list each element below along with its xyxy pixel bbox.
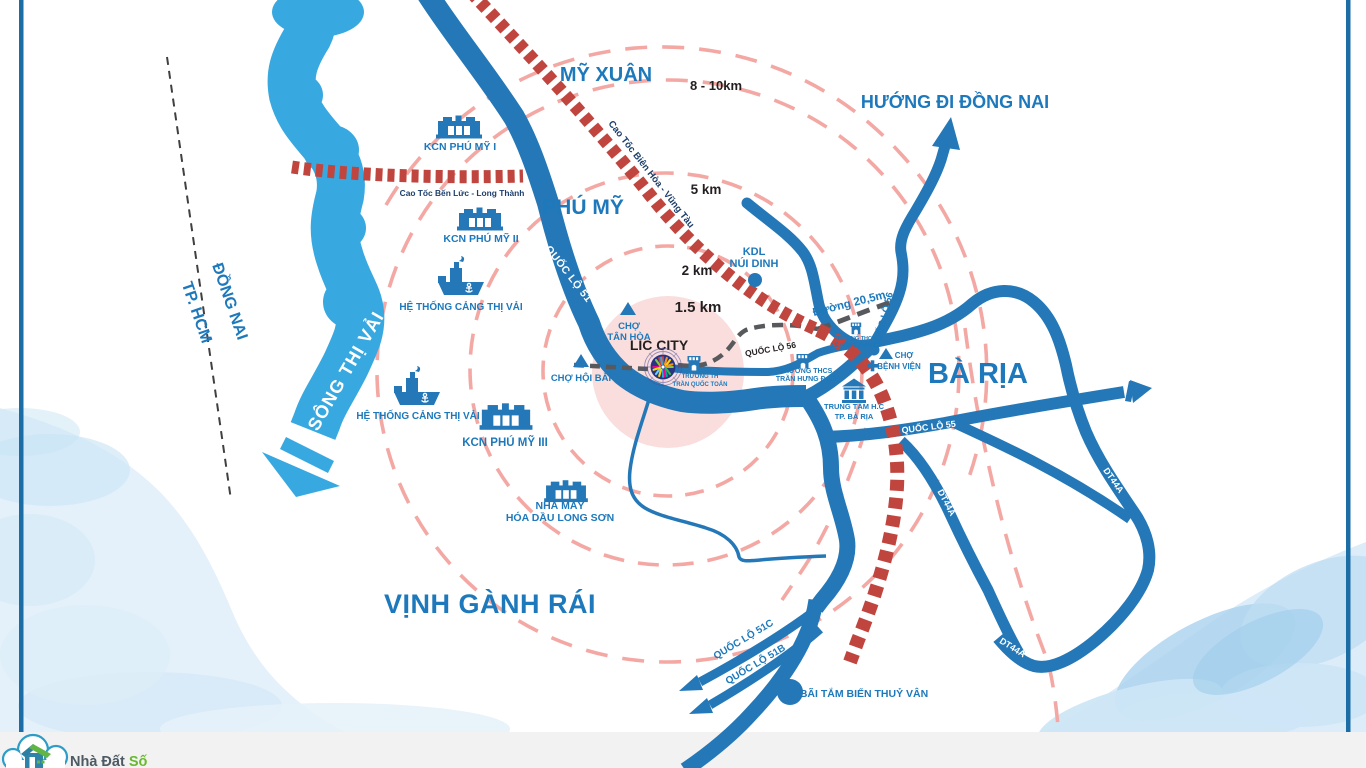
svg-text:VỊNH GÀNH RÁI: VỊNH GÀNH RÁI: [384, 588, 596, 619]
svg-text:1.5 km: 1.5 km: [675, 299, 722, 316]
svg-text:PHÚ MỸ: PHÚ MỸ: [542, 195, 624, 219]
svg-text:LÊ HỒNG PHONG: LÊ HỒNG PHONG: [832, 341, 879, 349]
svg-text:TRƯỜNG TH: TRƯỜNG TH: [682, 372, 719, 380]
svg-text:BÀ RỊA: BÀ RỊA: [928, 356, 1028, 390]
svg-text:BÃI TẮM BIỂN THUỶ VÂN: BÃI TẮM BIỂN THUỶ VÂN: [800, 687, 928, 700]
svg-text:NÚI DINH: NÚI DINH: [730, 257, 779, 270]
svg-text:TRUNG TÂM H.C: TRUNG TÂM H.C: [824, 402, 885, 411]
svg-text:TP. BÀ RỊA: TP. BÀ RỊA: [835, 412, 874, 421]
svg-text:Nhà Đất Số: Nhà Đất Số: [70, 754, 147, 768]
svg-text:KDL: KDL: [743, 246, 766, 258]
svg-text:TRẦN HƯNG ĐẠO: TRẦN HƯNG ĐẠO: [776, 373, 837, 383]
svg-text:HÓA DẦU LONG SƠN: HÓA DẦU LONG SƠN: [506, 511, 614, 524]
svg-text:CHỢ: CHỢ: [895, 351, 914, 360]
svg-text:KCN PHÚ MỸ III: KCN PHÚ MỸ III: [462, 436, 548, 449]
svg-text:TRƯỜNG THCS: TRƯỜNG THCS: [780, 366, 833, 375]
svg-text:NHÀ MÁY: NHÀ MÁY: [536, 499, 585, 512]
svg-text:HƯỚNG ĐI ĐỒNG NAI: HƯỚNG ĐI ĐỒNG NAI: [861, 91, 1049, 112]
svg-text:TRẦN QUỐC TOẢN: TRẦN QUỐC TOẢN: [673, 381, 728, 388]
svg-text:MỸ XUÂN: MỸ XUÂN: [560, 62, 652, 86]
svg-text:Cao Tốc Bến Lức - Long Thành: Cao Tốc Bến Lức - Long Thành: [400, 188, 525, 198]
svg-text:BỆNH VIỆN: BỆNH VIỆN: [877, 362, 921, 371]
svg-text:LIC CITY: LIC CITY: [630, 337, 689, 353]
svg-text:HỆ THỐNG CẢNG THỊ VẢI: HỆ THỐNG CẢNG THỊ VẢI: [399, 299, 523, 313]
svg-text:CHỢ HỘI BÀI: CHỢ HỘI BÀI: [551, 372, 611, 384]
svg-text:5 km: 5 km: [691, 182, 722, 197]
svg-text:TÂN HÒA: TÂN HÒA: [607, 331, 650, 343]
svg-text:CHỢ: CHỢ: [618, 321, 641, 332]
svg-text:8 - 10km: 8 - 10km: [690, 78, 742, 93]
svg-text:2 km: 2 km: [682, 263, 713, 278]
svg-text:KCN PHÚ MỸ II: KCN PHÚ MỸ II: [443, 232, 518, 245]
svg-text:TRƯỜNG THCS: TRƯỜNG THCS: [834, 334, 876, 342]
svg-text:KCN PHÚ MỸ I: KCN PHÚ MỸ I: [424, 140, 496, 153]
svg-text:HỆ THỐNG CẢNG THỊ VẢI: HỆ THỐNG CẢNG THỊ VẢI: [356, 408, 480, 422]
